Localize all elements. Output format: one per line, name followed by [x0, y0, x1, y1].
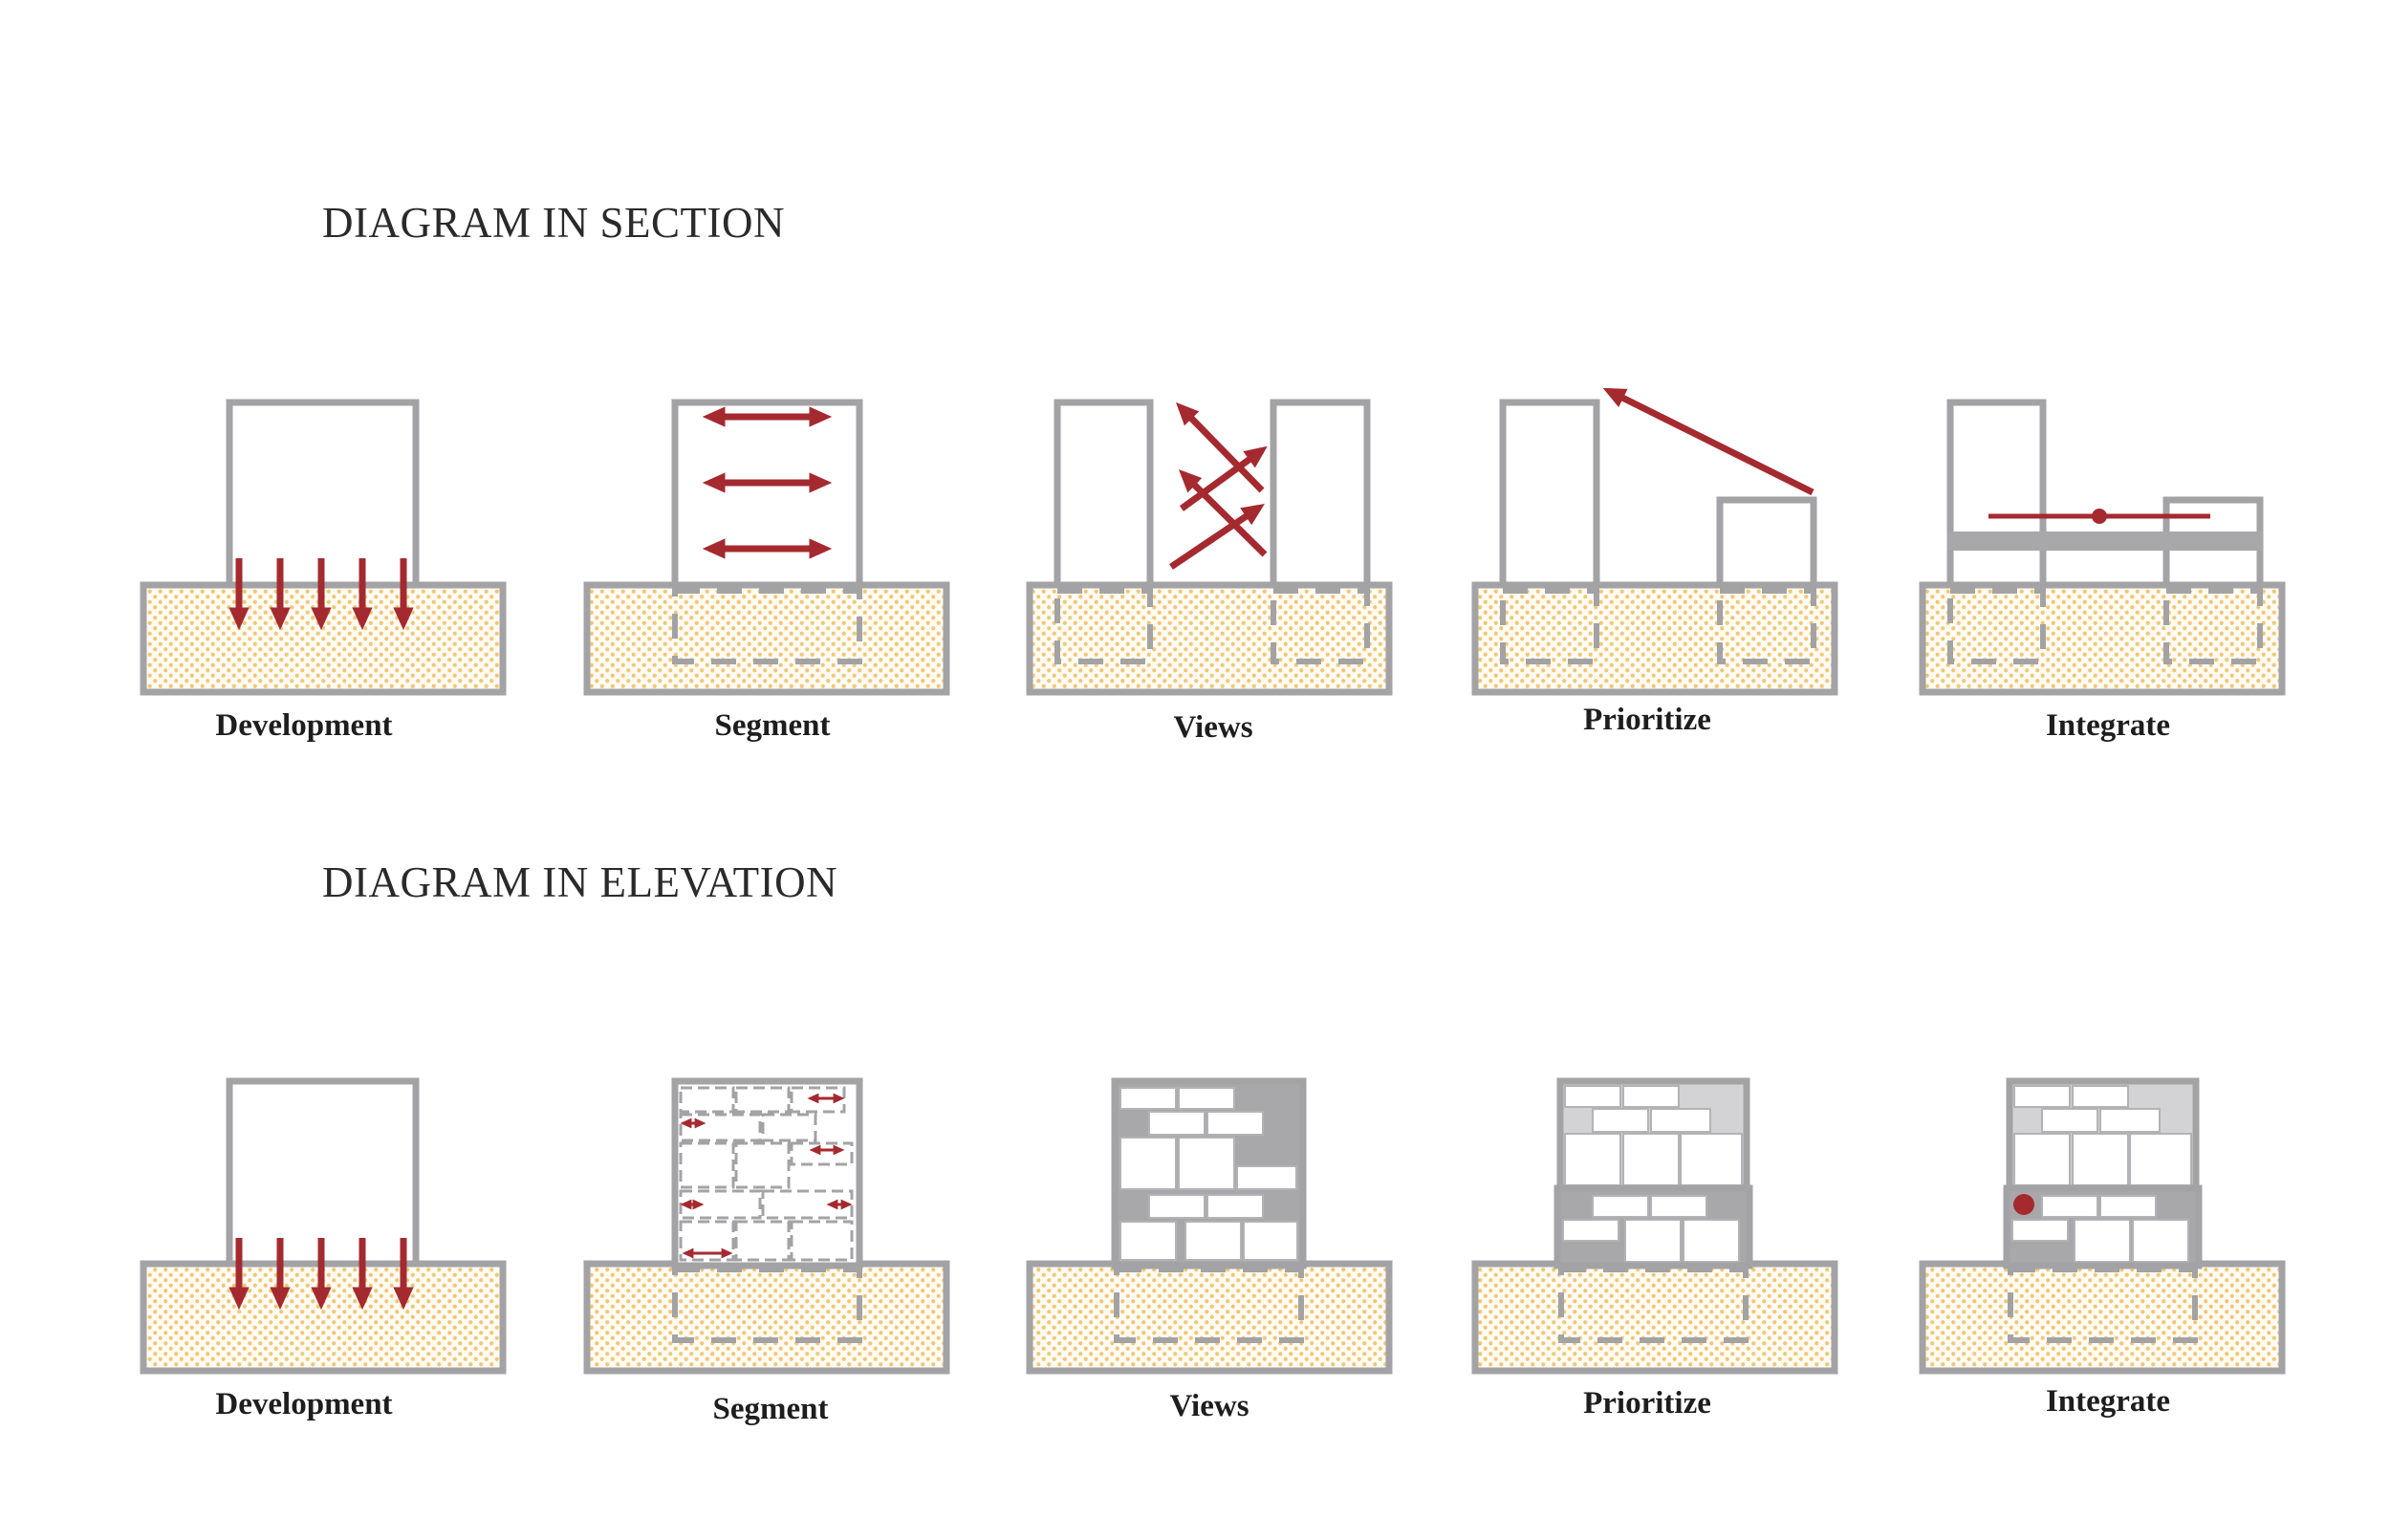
section-segment-diagram — [583, 399, 950, 696]
section-prioritize-diagram — [1471, 387, 1838, 696]
elevation-development-diagram — [140, 1077, 507, 1375]
basement-dashed-outline — [1558, 1267, 1749, 1343]
basement-dashed-outline — [1054, 588, 1153, 664]
ground-block — [1026, 581, 1393, 696]
low-building-outline — [1716, 496, 1817, 591]
building-outline — [671, 399, 863, 591]
building-outline-right — [1270, 399, 1371, 591]
brick-pattern — [1119, 1087, 1298, 1261]
section-views-diagram — [1026, 399, 1393, 696]
segment-grid — [679, 1086, 854, 1262]
elevation-views-diagram — [1026, 1077, 1393, 1375]
section-development-diagram — [140, 399, 507, 696]
elevation-views-label: Views — [1169, 1389, 1249, 1423]
section-heading: DIAGRAM IN SECTION — [322, 199, 785, 247]
facade-outline — [1111, 1077, 1307, 1269]
lower-brick-pattern — [2011, 1195, 2189, 1263]
basement-dashed-outline — [1717, 588, 1816, 664]
basement-dashed-outline — [672, 1267, 862, 1343]
basement-dashed-outline — [2008, 1267, 2198, 1343]
basement-dashed-outline — [672, 588, 862, 664]
section-segment-label: Segment — [715, 708, 831, 743]
section-integrate-diagram — [1919, 399, 2286, 696]
lower-podium-outline — [1554, 1184, 1753, 1269]
lower-brick-pattern — [1562, 1195, 1740, 1263]
elevation-segment-diagram — [583, 1077, 950, 1375]
basement-dashed-outline — [1114, 1267, 1304, 1343]
building-outline — [226, 399, 420, 591]
view-arrow — [1602, 387, 1814, 496]
section-development-label: Development — [215, 708, 392, 743]
ground-block — [1026, 1260, 1393, 1375]
ground-block — [583, 1260, 950, 1375]
diagonal-arrow — [1178, 468, 1268, 557]
basement-dashed-outline — [1947, 588, 2046, 664]
focus-dot — [2013, 1194, 2034, 1215]
lower-podium-outline — [2003, 1184, 2203, 1269]
connecting-bridge — [1947, 531, 2263, 551]
elevation-prioritize-diagram — [1471, 1077, 1838, 1375]
ground-block — [583, 581, 950, 696]
ground-block — [1919, 1260, 2286, 1375]
ground-block — [1919, 581, 2286, 696]
facade-outline — [671, 1077, 863, 1269]
section-views-label: Views — [1173, 710, 1252, 745]
elevation-integrate-label: Integrate — [2046, 1384, 2170, 1419]
diagonal-arrow — [1176, 401, 1265, 493]
section-integrate-label: Integrate — [2046, 708, 2170, 743]
elevation-development-label: Development — [215, 1387, 392, 1421]
diagonal-arrow — [1179, 445, 1268, 511]
elevation-segment-label: Segment — [713, 1392, 829, 1426]
basement-dashed-outline — [1500, 588, 1599, 664]
basement-dashed-outline — [1271, 588, 1370, 664]
elevation-integrate-diagram — [1919, 1077, 2286, 1375]
elevation-prioritize-label: Prioritize — [1583, 1386, 1711, 1421]
node-dot — [2092, 509, 2107, 524]
ground-block — [1471, 581, 1838, 696]
building-outline-left — [1054, 399, 1154, 591]
building-outline — [226, 1077, 420, 1269]
section-prioritize-label: Prioritize — [1583, 703, 1711, 737]
tall-building-outline — [1946, 399, 2047, 591]
upper-brick-pattern — [2013, 1085, 2192, 1186]
ground-block — [1471, 1260, 1838, 1375]
basement-dashed-outline — [2163, 588, 2263, 664]
tall-building-outline — [1499, 399, 1600, 591]
diagonal-arrow — [1169, 504, 1265, 570]
elevation-heading: DIAGRAM IN ELEVATION — [322, 858, 837, 906]
